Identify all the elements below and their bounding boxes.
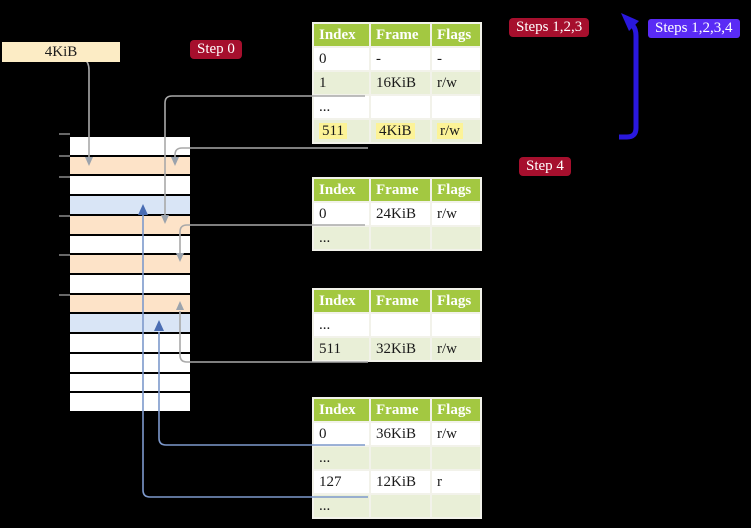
table-cell: ... — [312, 225, 371, 251]
step0-badge: Step 0 — [190, 40, 242, 59]
memory-frame-row-7 — [70, 275, 190, 295]
column-header: Flags — [430, 397, 482, 423]
memory-frame-row-12 — [70, 373, 190, 394]
memory-frame-row-3 — [70, 196, 190, 216]
table-cell — [369, 493, 432, 519]
memory-frame-row-9 — [70, 314, 190, 335]
steps1234-badge: Steps 1,2,3,4 — [648, 19, 740, 38]
connector-4kib-arrow — [171, 147, 368, 166]
table-cell — [430, 445, 482, 471]
table-cell: r/w — [430, 421, 482, 447]
memory-frame-row-2 — [70, 176, 190, 197]
table-cell: ... — [312, 94, 371, 120]
table-cell: 24KiB — [369, 201, 432, 227]
page-size-label: 4KiB — [2, 42, 120, 62]
table-cell — [369, 225, 432, 251]
table-row: ... — [312, 94, 482, 120]
table-row: ... — [312, 445, 482, 471]
column-header: Frame — [369, 397, 432, 423]
table-cell: r — [430, 469, 482, 495]
column-header: Flags — [430, 177, 482, 203]
table-cell: r/w — [430, 70, 482, 96]
table-row: 0-- — [312, 46, 482, 72]
table-cell: - — [369, 46, 432, 72]
step4-badge: Step 4 — [519, 157, 571, 176]
table-cell: 1 — [312, 70, 371, 96]
memory-frame-row-8 — [70, 294, 190, 315]
highlighted-value: 511 — [319, 122, 347, 139]
column-header: Flags — [430, 22, 482, 48]
table-cell — [430, 493, 482, 519]
table-cell — [369, 445, 432, 471]
table-cell: 0 — [312, 421, 371, 447]
memory-frame-row-13 — [70, 393, 190, 414]
table-cell — [430, 225, 482, 251]
table-cell — [430, 94, 482, 120]
table-cell: 0 — [312, 201, 371, 227]
table-cell: r/w — [430, 336, 482, 362]
physical-memory-column — [70, 137, 190, 414]
table-cell: 12KiB — [369, 469, 432, 495]
table-cell — [430, 312, 482, 338]
memory-frame-row-0 — [70, 137, 190, 157]
table-cell: ... — [312, 445, 371, 471]
table-row: ... — [312, 493, 482, 519]
memory-frame-row-11 — [70, 353, 190, 374]
memory-frame-row-4 — [70, 215, 190, 236]
memory-frame-row-1 — [70, 156, 190, 177]
column-header: Index — [312, 288, 371, 314]
table-cell: 4KiB — [369, 118, 432, 144]
table-row: ... — [312, 312, 482, 338]
memory-frame-row-10 — [70, 334, 190, 354]
table-cell: - — [430, 46, 482, 72]
table-cell: 0 — [312, 46, 371, 72]
highlighted-value: 4KiB — [376, 122, 415, 139]
table-cell: 32KiB — [369, 336, 432, 362]
memory-tick-marks — [59, 133, 70, 296]
table-cell: 511 — [312, 118, 371, 144]
loop-back-arrow — [619, 13, 639, 140]
steps123-badge: Steps 1,2,3 — [509, 18, 590, 37]
column-header: Frame — [369, 22, 432, 48]
column-header: Index — [312, 22, 371, 48]
column-header: Index — [312, 177, 371, 203]
table-cell: r/w — [430, 118, 482, 144]
table-cell — [369, 94, 432, 120]
table-cell: ... — [312, 312, 371, 338]
column-header: Flags — [430, 288, 482, 314]
column-header: Index — [312, 397, 371, 423]
column-header: Frame — [369, 177, 432, 203]
highlighted-value: r/w — [437, 122, 463, 139]
table-cell: 36KiB — [369, 421, 432, 447]
column-header: Frame — [369, 288, 432, 314]
memory-frame-row-6 — [70, 255, 190, 276]
table-cell: 127 — [312, 469, 371, 495]
table-row: 511 4KiB r/w — [312, 118, 482, 144]
table-cell: 511 — [312, 336, 371, 362]
table-cell: 16KiB — [369, 70, 432, 96]
table-cell: ... — [312, 493, 371, 519]
table-cell: r/w — [430, 201, 482, 227]
table-cell — [369, 312, 432, 338]
table-row: ... — [312, 225, 482, 251]
memory-frame-row-5 — [70, 235, 190, 256]
